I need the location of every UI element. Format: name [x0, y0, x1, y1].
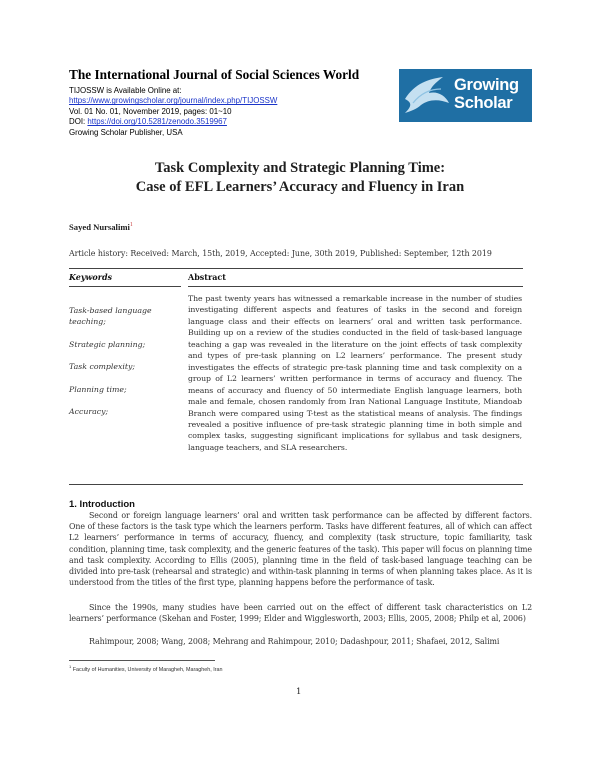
- table-bottom-rule: [69, 484, 523, 485]
- keyword-item: Planning time;: [69, 384, 127, 394]
- journal-header: The International Journal of Social Scie…: [69, 67, 389, 138]
- keywords-heading: Keywords: [69, 272, 113, 282]
- footnote-text: Faculty of Humanities, University of Mar…: [72, 666, 223, 673]
- intro-paragraph-1: Second or foreign language learners’ ora…: [69, 511, 532, 588]
- page-number: 1: [296, 687, 302, 697]
- author-footnote-mark[interactable]: 1: [129, 222, 133, 229]
- paper-title-line1: Task Complexity and Strategic Planning T…: [154, 160, 446, 176]
- intro-paragraph-3: Rahimpour, 2008; Wang, 2008; Mehrang and…: [89, 637, 500, 646]
- paper-title: Task Complexity and Strategic Planning T…: [40, 159, 560, 196]
- keyword-item: Accuracy;: [69, 407, 109, 417]
- journal-url-link[interactable]: https://www.growingscholar.org/journal/i…: [69, 96, 278, 106]
- introduction-heading: 1. Introduction: [69, 499, 135, 510]
- keywords-heading-rule: [69, 286, 181, 287]
- paper-title-line2: Case of EFL Learners’ Accuracy and Fluen…: [135, 178, 465, 195]
- journal-title: The International Journal of Social Scie…: [69, 67, 360, 82]
- table-top-rule: [69, 268, 523, 269]
- keywords-list: Task-based language teaching; Strategic …: [69, 296, 184, 417]
- keyword-item: Task complexity;: [69, 362, 136, 372]
- abstract-text: The past twenty years has witnessed a re…: [188, 294, 522, 452]
- intro-paragraph-2: Since the 1990s, many studies have been …: [69, 603, 532, 624]
- journal-publisher: Growing Scholar Publisher, USA: [69, 127, 183, 137]
- journal-availability: TIJOSSW is Available Online at:: [69, 86, 182, 95]
- article-history: Article history: Received: March, 15th, …: [69, 249, 492, 258]
- keyword-item: Task-based language teaching;: [69, 306, 152, 327]
- logo-text-line2: Scholar: [454, 94, 513, 112]
- footnote-rule: [69, 660, 215, 661]
- author-name-text: Sayed Nursalimi: [69, 222, 130, 232]
- bird-icon: [405, 77, 449, 113]
- abstract-heading: Abstract: [188, 272, 226, 282]
- author-name: Sayed Nursalimi1: [69, 222, 133, 232]
- keyword-item: Strategic planning;: [69, 339, 146, 349]
- journal-issue: Vol. 01 No. 01, November 2019, pages: 01…: [69, 106, 232, 116]
- growing-scholar-logo: Growing Scholar: [399, 69, 532, 122]
- abstract-heading-rule: [188, 286, 523, 287]
- doi-link[interactable]: https://doi.org/10.5281/zenodo.3519967: [87, 117, 227, 127]
- footnote: 1 Faculty of Humanities, University of M…: [69, 664, 223, 673]
- footnote-mark: 1: [69, 664, 72, 669]
- doi-label: DOI:: [69, 117, 88, 127]
- logo-text-line1: Growing: [454, 76, 519, 94]
